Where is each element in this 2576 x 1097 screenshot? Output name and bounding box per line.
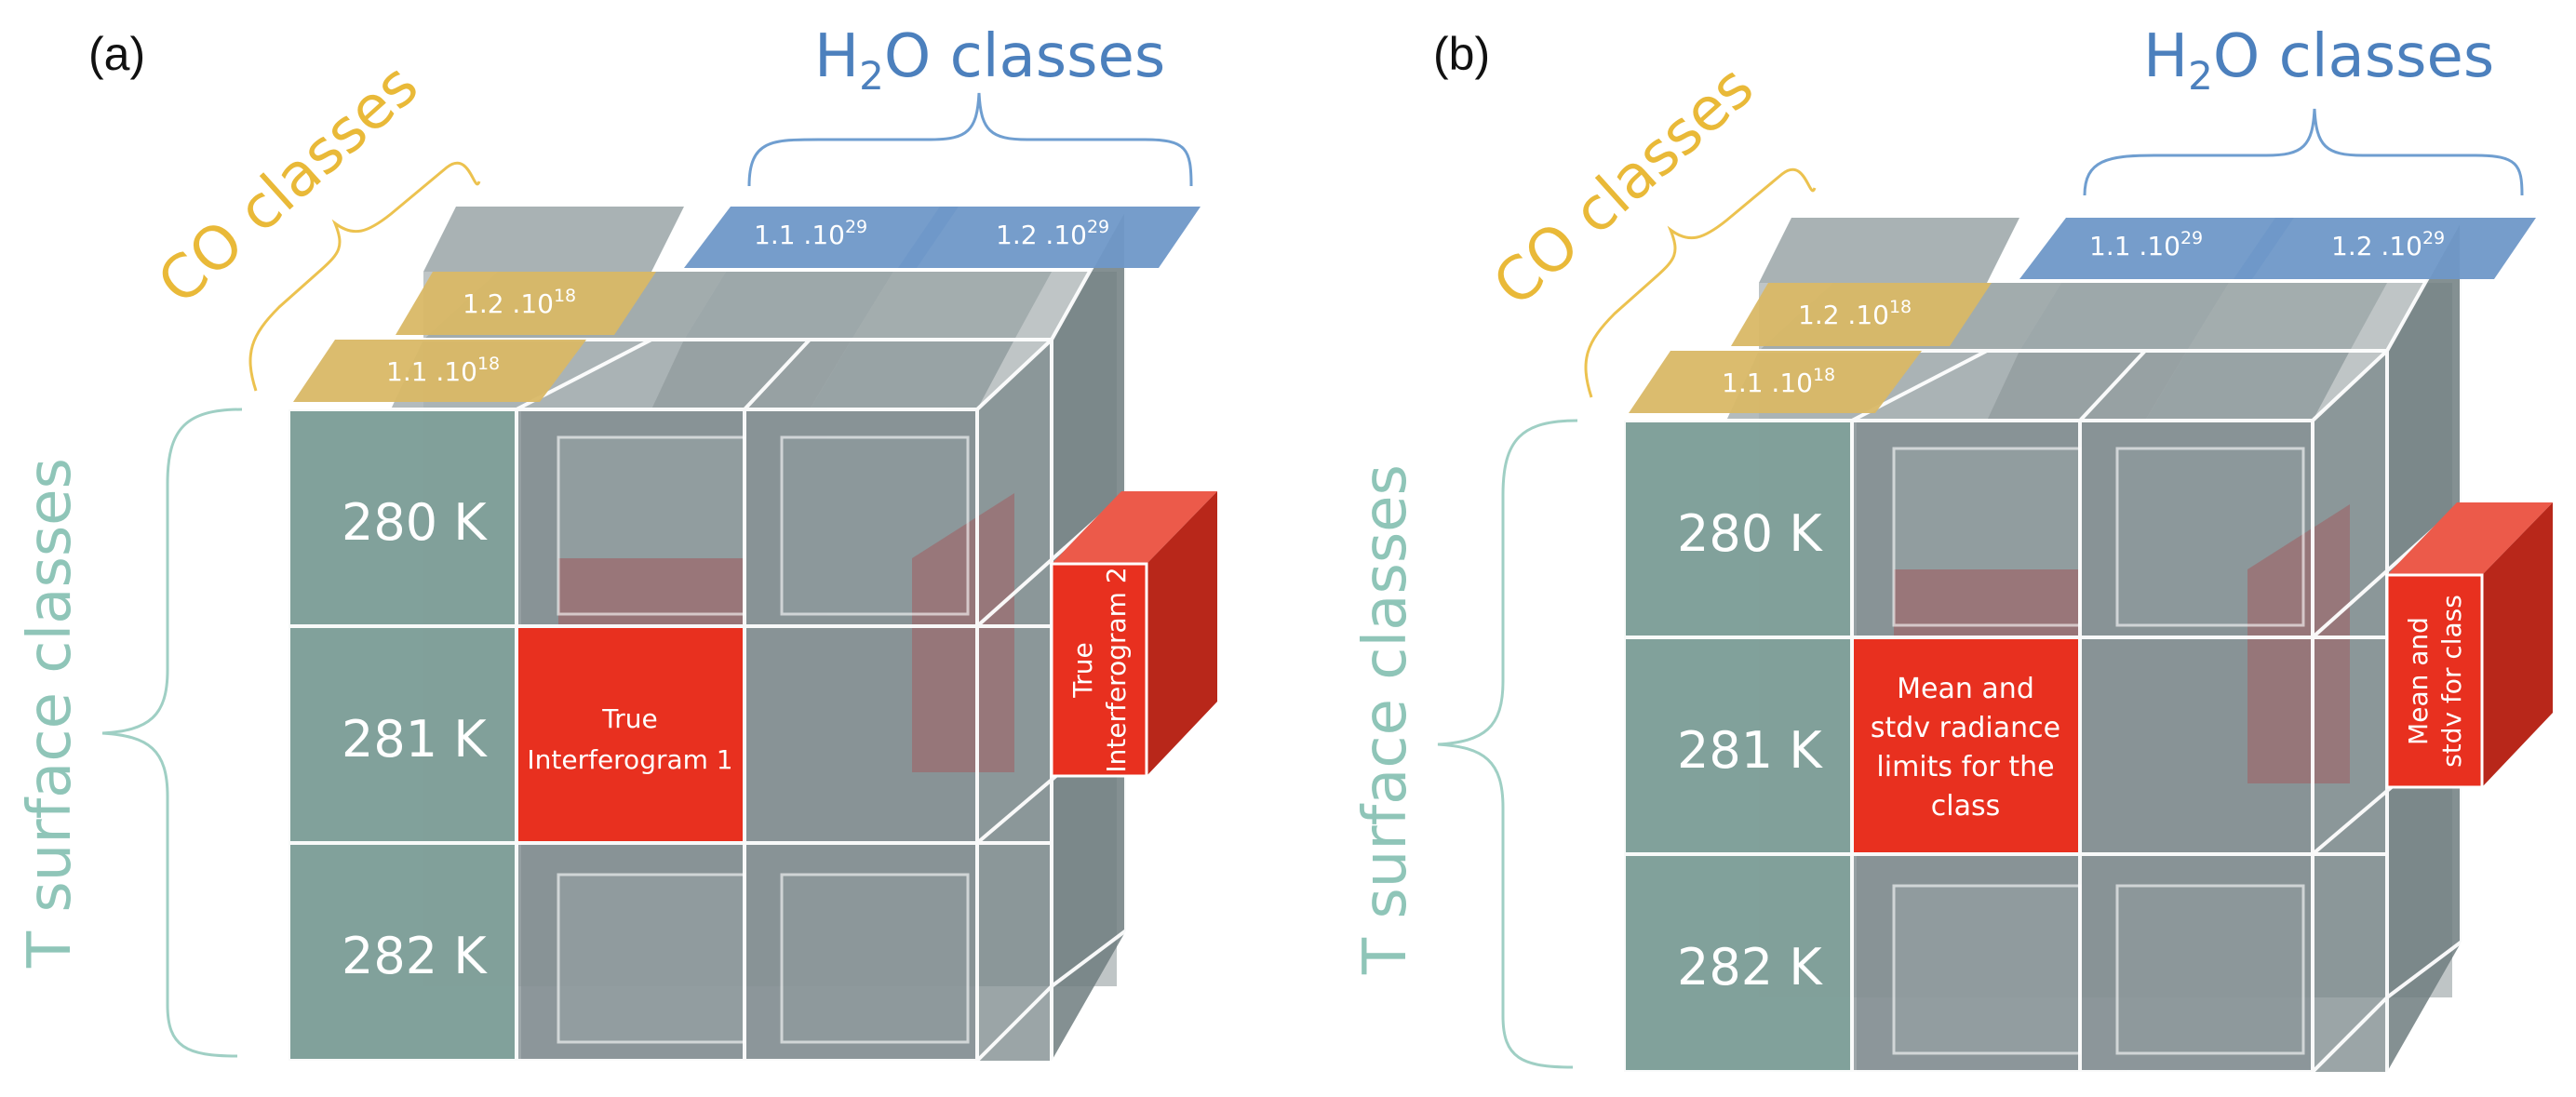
co-tag-slab-1-b — [1629, 351, 1922, 413]
temp-280-a: 280 K — [342, 493, 488, 552]
co-tag-2-b: 1.2 .1018 — [1798, 297, 1912, 330]
h2o-tag-1-b: 1.1 .1029 — [2089, 228, 2203, 261]
co-tag-1-a: 1.1 .1018 — [386, 354, 500, 387]
temp-281-a: 281 K — [342, 710, 488, 769]
co-tag-slab-1-a — [293, 340, 586, 402]
h2o-tag-2-b: 1.2 .1029 — [2331, 228, 2445, 261]
mean-stdv-radiance-cell — [1854, 639, 2078, 852]
h2o-tag-slab-2-b — [2234, 218, 2536, 279]
co-brace-b — [1584, 167, 1817, 398]
panel-label-a: (a) — [88, 28, 145, 80]
temp-282-b: 282 K — [1677, 938, 1823, 997]
panel-b: (b) H2O classes CO classes T surface cla… — [1351, 22, 2553, 1074]
true-interferogram-2-front — [1050, 562, 1148, 778]
h2o-brace-b — [2083, 108, 2524, 196]
co-brace-a — [248, 161, 481, 392]
co-tag-1-b: 1.1 .1018 — [1722, 365, 1835, 398]
mean-stdv-side-top — [2387, 502, 2553, 575]
true-interferogram-2-side — [1147, 491, 1217, 776]
co-tag-2-a: 1.2 .1018 — [463, 286, 576, 319]
panel-a: (a) H2O classes CO classes T surface cla… — [16, 22, 1217, 1063]
t-surface-title-b: T surface classes — [1351, 464, 1420, 975]
true-interferogram-1-cell — [518, 628, 743, 841]
t-surface-brace-a — [101, 408, 243, 1058]
t-surface-title-a: T surface classes — [16, 458, 85, 969]
mean-stdv-side-front — [2385, 573, 2484, 789]
co-tag-slab-2-b — [1731, 283, 1992, 346]
h2o-tag-1-a: 1.1 .1029 — [754, 217, 867, 250]
temp-280-b: 280 K — [1677, 504, 1823, 563]
h2o-classes-title-a: H2O classes — [814, 22, 1165, 99]
temp-281-b: 281 K — [1677, 721, 1823, 780]
mean-stdv-side-side — [2482, 502, 2553, 787]
temp-282-a: 282 K — [342, 927, 488, 985]
h2o-tag-2-a: 1.2 .1029 — [996, 217, 1109, 250]
panel-label-b: (b) — [1433, 28, 1490, 80]
h2o-classes-title-b: H2O classes — [2143, 22, 2494, 99]
co-classes-title-a: CO classes — [145, 51, 431, 318]
true-interferogram-2-top — [1052, 491, 1217, 564]
h2o-tag-slab-1-a — [684, 207, 959, 268]
h2o-brace-a — [747, 92, 1193, 187]
co-tag-slab-2-a — [396, 272, 656, 335]
h2o-tag-slab-1-b — [2019, 218, 2294, 279]
h2o-tag-slab-2-a — [898, 207, 1201, 268]
co-classes-title-b: CO classes — [1481, 53, 1766, 320]
t-surface-brace-b — [1437, 419, 1578, 1069]
